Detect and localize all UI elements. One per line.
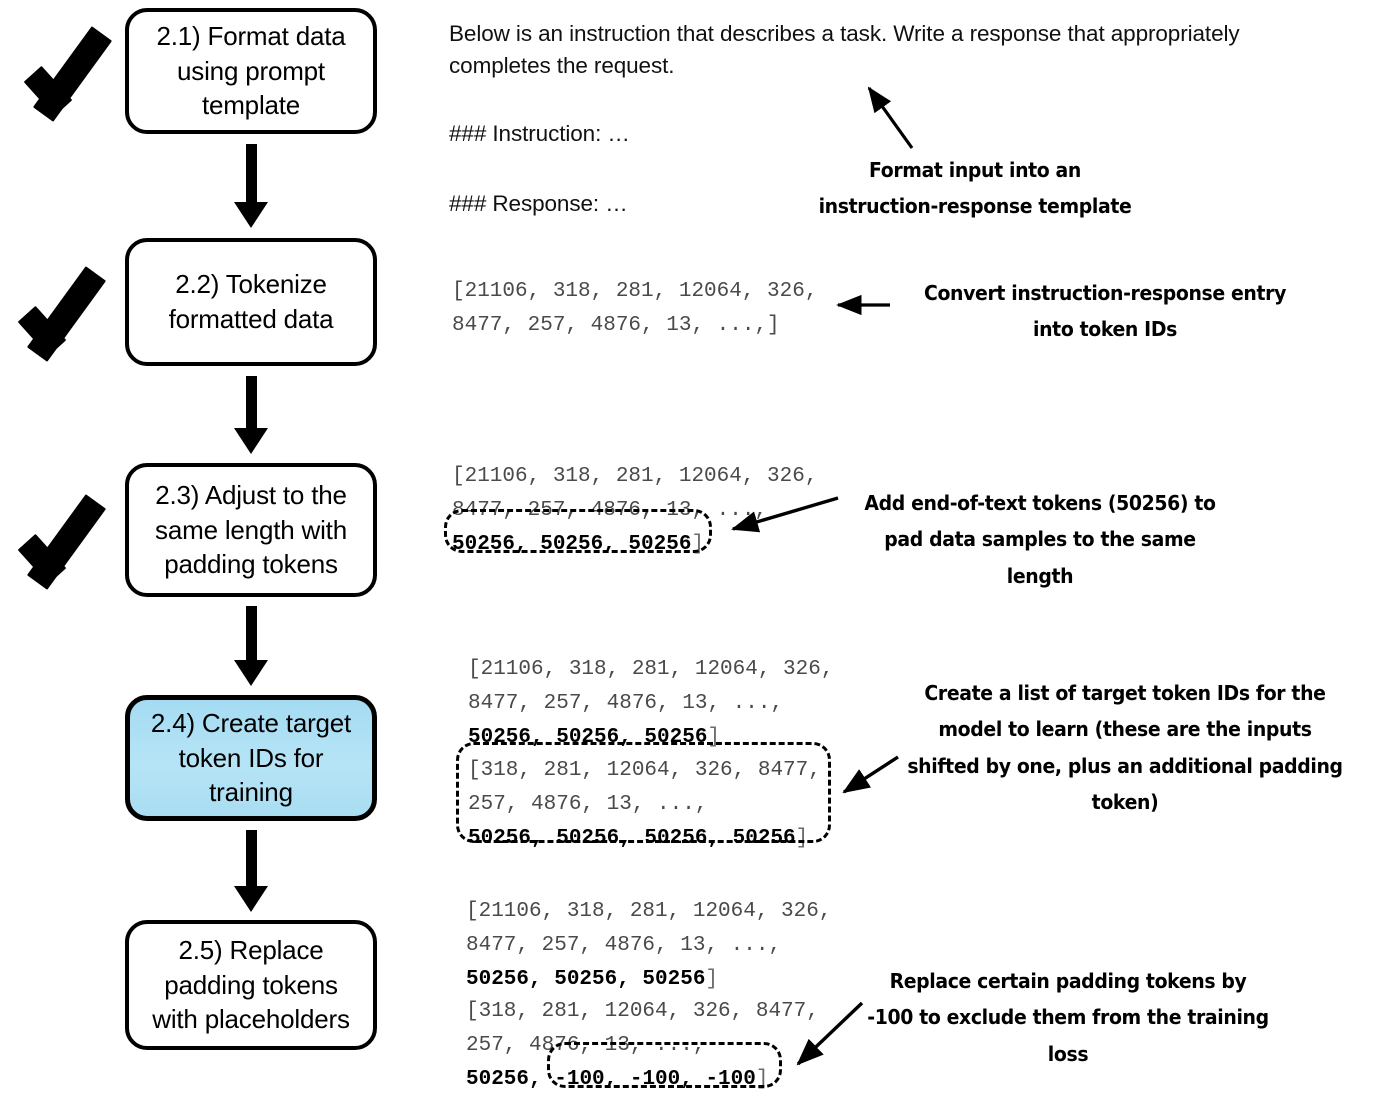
tokens-block-2-2: [21106, 318, 281, 12064, 326, 8477, 257,… <box>452 275 817 343</box>
tokens-line-padding: 50256, 50256, 50256 <box>466 968 706 992</box>
tokens-line: 8477, 257, 4876, 13, ..., <box>466 934 782 958</box>
callout-replace-padding-with-minus-100: Replace certain padding tokens by -100 t… <box>867 969 1269 1066</box>
tokens-line: 8477, 257, 4876, 13, ...,] <box>452 314 780 338</box>
tokens-line: [21106, 318, 281, 12064, 326, <box>452 280 818 303</box>
tokens-line: [21106, 318, 281, 12064, 326, <box>468 658 834 681</box>
flow-step-2-5[interactable]: 2.5) Replace padding tokens with placeho… <box>125 920 377 1050</box>
prompt-response-line: ### Response: … <box>449 191 628 216</box>
checkmark-icon-step-2-3 <box>17 486 134 590</box>
pointer-arrow-2-1 <box>867 86 914 149</box>
callout-add-end-of-text-tokens: Add end-of-text tokens (50256) to pad da… <box>864 491 1216 588</box>
tokens-line-bracket: ] <box>691 533 705 557</box>
tokens-line: [318, 281, 12064, 326, 8477, <box>466 1000 819 1023</box>
tokens-line-bracket: ] <box>705 968 719 992</box>
tokens-line-bracket: ] <box>707 726 721 750</box>
flow-arrow-2-4-to-2-5 <box>231 830 271 914</box>
prompt-instruction-line: ### Instruction: … <box>449 121 630 146</box>
flow-step-2-3[interactable]: 2.3) Adjust to the same length with padd… <box>125 463 377 597</box>
flow-arrow-2-1-to-2-2 <box>231 144 271 230</box>
tokens-line-padding: 50256, 50256, 50256, 50256 <box>468 827 796 851</box>
tokens-line-padding: 50256, 50256, 50256 <box>468 726 708 750</box>
flow-step-2-4[interactable]: 2.4) Create target token IDs for trainin… <box>125 695 377 821</box>
checkmark-icon-step-2-1 <box>23 18 140 122</box>
flow-step-2-4-label: 2.4) Create target token IDs for trainin… <box>150 708 352 808</box>
inputs-block-2-5: [21106, 318, 281, 12064, 326, 8477, 257,… <box>466 895 831 997</box>
tokens-line-bracket: ] <box>795 827 809 851</box>
callout-convert-to-token-ids: Convert instruction-response entry into … <box>923 281 1287 342</box>
tokens-line: 8477, 257, 4876, 13, ..., <box>452 499 768 523</box>
callout-format-template: Format input into an instruction-respons… <box>818 158 1132 219</box>
tokens-line: 257, 4876, 13, ..., <box>466 1034 706 1058</box>
tokens-line: [21106, 318, 281, 12064, 326, <box>466 900 832 923</box>
tokens-line-padding: 50256, 50256, 50256 <box>452 533 692 557</box>
flow-arrow-2-3-to-2-4 <box>231 606 271 688</box>
flow-step-2-1[interactable]: 2.1) Format data using prompt template <box>125 8 377 134</box>
flow-step-2-2[interactable]: 2.2) Tokenize formatted data <box>125 238 377 366</box>
tokens-line-padding: 50256, <box>466 1068 542 1092</box>
tokens-line: 8477, 257, 4876, 13, ..., <box>468 692 784 716</box>
targets-block-2-5: [318, 281, 12064, 326, 8477, 257, 4876, … <box>466 995 819 1096</box>
checkmark-icon-step-2-2 <box>17 258 134 362</box>
flow-step-2-1-label: 2.1) Format data using prompt template <box>156 21 346 121</box>
tokens-line: 257, 4876, 13, ..., <box>468 793 708 817</box>
tokens-line-bracket: ] <box>755 1068 769 1092</box>
inputs-block-2-4: [21106, 318, 281, 12064, 326, 8477, 257,… <box>468 653 833 755</box>
tokens-line-mask: -100, -100, -100 <box>554 1068 756 1092</box>
tokens-line: [21106, 318, 281, 12064, 326, <box>452 465 818 488</box>
flow-step-2-3-label: 2.3) Adjust to the same length with padd… <box>155 480 347 580</box>
callout-create-target-token-ids: Create a list of target token IDs for th… <box>907 681 1343 815</box>
pointer-arrow-2-4 <box>842 755 899 794</box>
prompt-intro-text: Below is an instruction that describes a… <box>449 21 1240 78</box>
flow-step-2-5-label: 2.5) Replace padding tokens with placeho… <box>152 935 350 1035</box>
tokens-block-2-3: [21106, 318, 281, 12064, 326, 8477, 257,… <box>452 460 817 562</box>
flow-step-2-2-label: 2.2) Tokenize formatted data <box>168 269 334 334</box>
tokens-line: [318, 281, 12064, 326, 8477, <box>468 759 821 782</box>
targets-block-2-4: [318, 281, 12064, 326, 8477, 257, 4876, … <box>468 754 821 856</box>
flow-arrow-2-2-to-2-3 <box>231 376 271 456</box>
